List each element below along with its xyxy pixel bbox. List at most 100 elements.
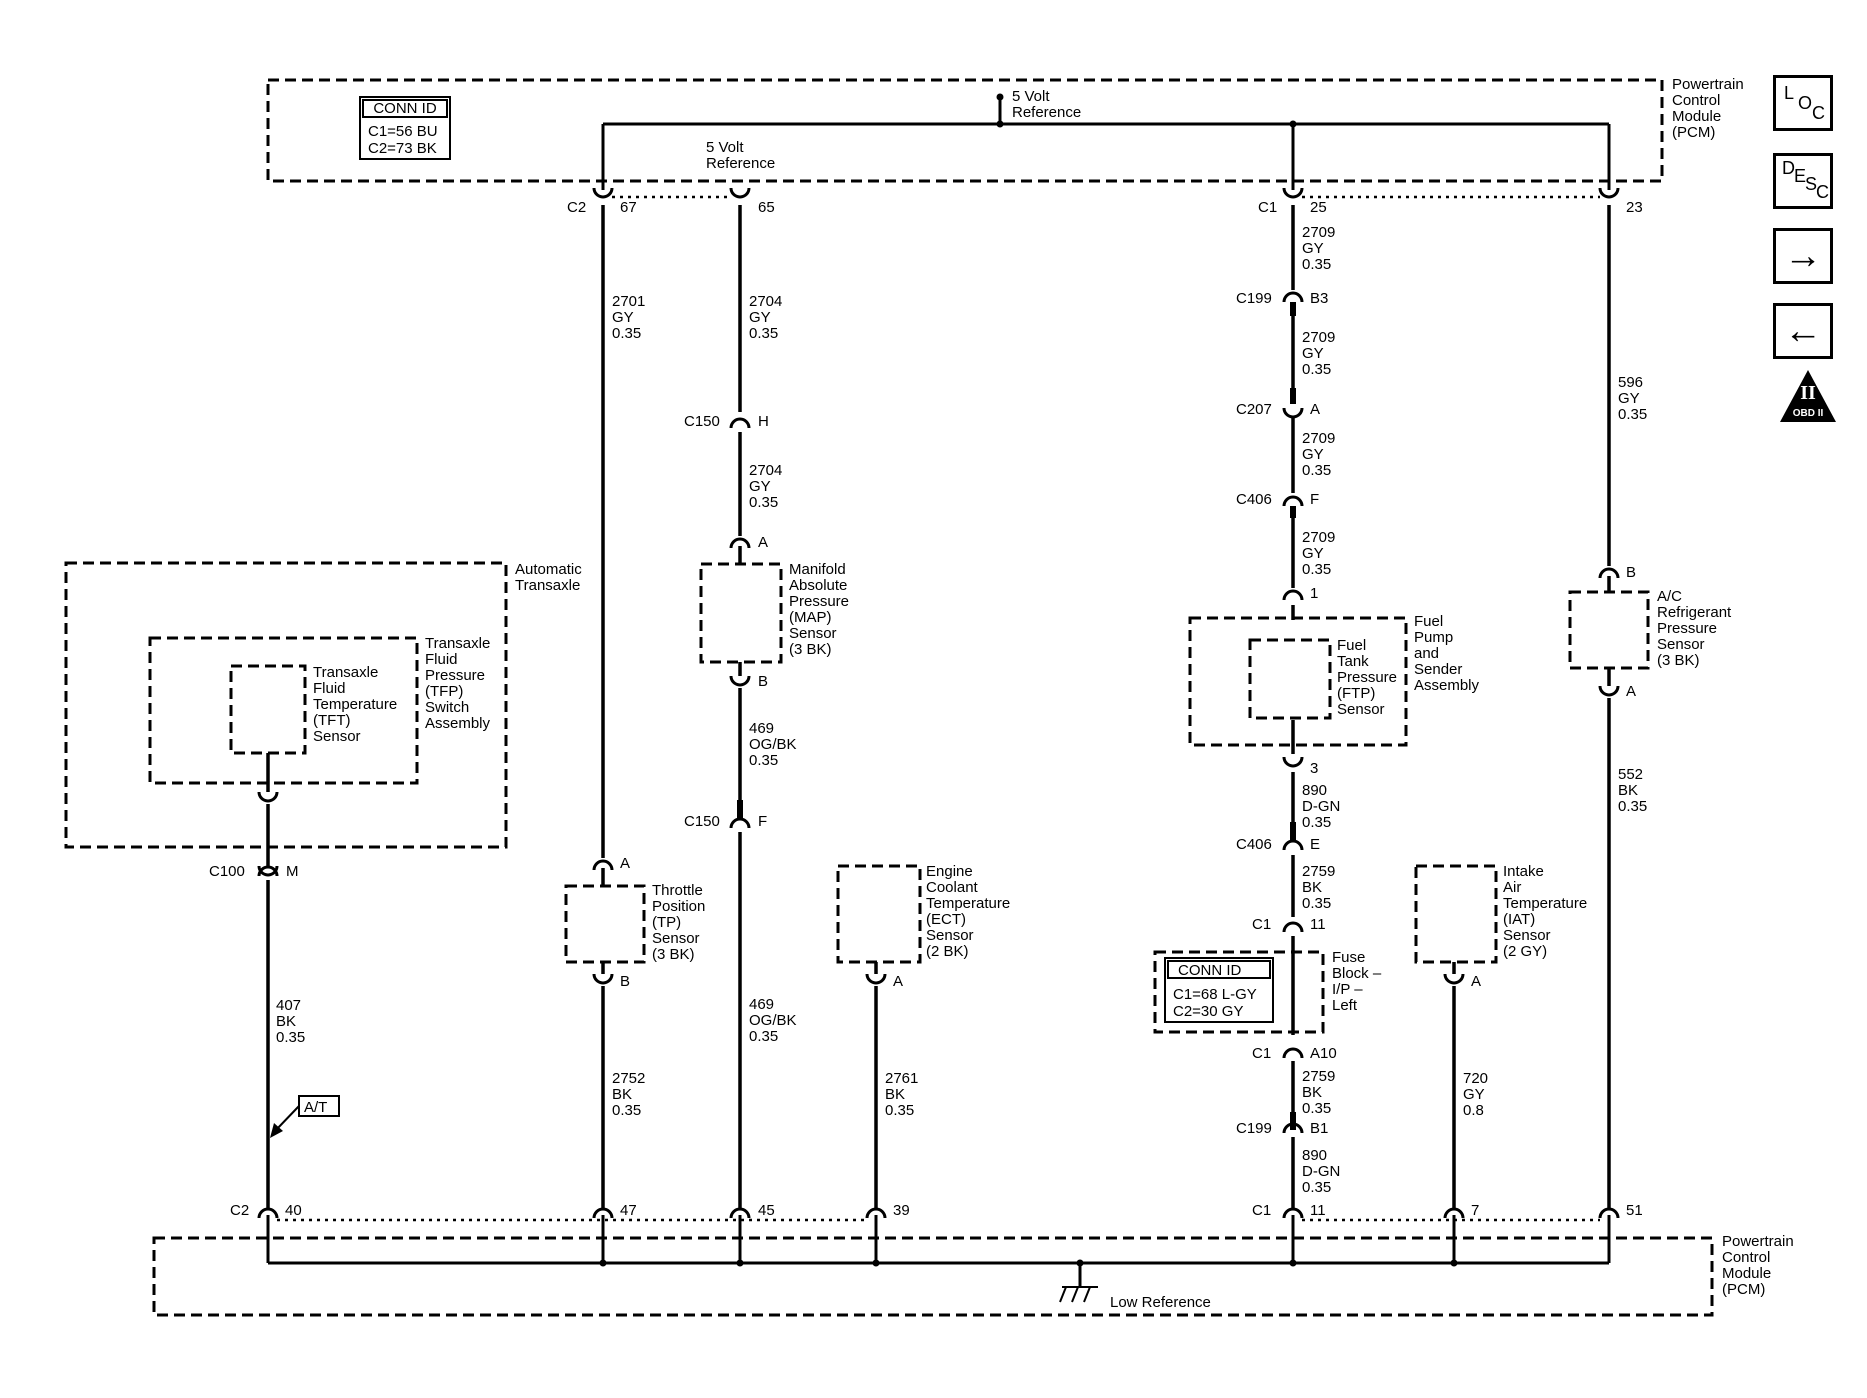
svg-text:C100: C100 [209, 863, 245, 880]
tfp-switch-box [148, 636, 419, 785]
svg-text:H: H [758, 413, 769, 430]
svg-text:C150: C150 [684, 413, 720, 430]
svg-text:B: B [758, 673, 768, 690]
conn-id-fuse: CONN ID C1=68 L-GY C2=30 GY [1164, 957, 1274, 1023]
svg-text:A: A [758, 534, 768, 551]
svg-text:C2=73 BK: C2=73 BK [368, 140, 437, 157]
tft-sensor-box [229, 664, 307, 755]
pcm-top-boundary [266, 78, 1664, 183]
svg-text:F: F [758, 813, 767, 830]
svg-text:C2: C2 [230, 1202, 249, 1219]
svg-text:65: 65 [758, 199, 775, 216]
svg-text:C150: C150 [684, 813, 720, 830]
tp-sensor-box [564, 884, 646, 964]
tp-sensor-label: Throttle Position (TP) Sensor (3 BK) [652, 882, 710, 963]
svg-text:C199: C199 [1236, 1120, 1272, 1137]
svg-text:C199: C199 [1236, 290, 1272, 307]
svg-text:C1=56 BU: C1=56 BU [368, 123, 438, 140]
svg-text:45: 45 [758, 1202, 775, 1219]
svg-text:C207: C207 [1236, 401, 1272, 418]
ect-sensor-label: Engine Coolant Temperature (ECT) Sensor … [926, 863, 1014, 960]
desc-d: D [1782, 158, 1795, 178]
pcm-bottom-label: Powertrain Control Module (PCM) [1722, 1233, 1798, 1298]
ac-sensor-box [1568, 590, 1650, 670]
svg-text:11: 11 [1310, 916, 1326, 933]
svg-text:7: 7 [1471, 1202, 1479, 1219]
automatic-transaxle-boundary [64, 561, 508, 849]
iat-sensor-box [1414, 864, 1498, 964]
svg-text:M: M [286, 863, 299, 880]
svg-text:C1: C1 [1252, 1045, 1271, 1062]
svg-text:B1: B1 [1310, 1120, 1328, 1137]
svg-text:C1: C1 [1252, 1202, 1271, 1219]
svg-text:B: B [1626, 564, 1636, 581]
svg-text:23: 23 [1626, 199, 1643, 216]
connector-labels: C2 67 65 C1 25 23 C199 B3 C207 A C406 F … [209, 199, 1643, 1219]
svg-text:CONN ID: CONN ID [373, 100, 437, 117]
map-sensor-box [699, 562, 783, 664]
arrow-left-icon: ← [1784, 310, 1822, 352]
desc-c: C [1816, 182, 1829, 202]
arrow-right-icon: → [1784, 235, 1822, 277]
ftp-sensor-label: Fuel Tank Pressure (FTP) Sensor [1337, 637, 1401, 718]
svg-text:E: E [1310, 836, 1320, 853]
back-button[interactable]: ← [1773, 303, 1833, 359]
tft-sensor-label: Transaxle Fluid Temperature (TFT) Sensor [313, 664, 401, 745]
at-tag: A/T [270, 1095, 340, 1138]
desc-button[interactable]: D E S C [1773, 153, 1833, 209]
svg-text:F: F [1310, 491, 1319, 508]
svg-text:A: A [893, 973, 903, 990]
desc-e: E [1794, 166, 1807, 186]
svg-text:B3: B3 [1310, 290, 1328, 307]
svg-text:1: 1 [1310, 585, 1318, 602]
svg-text:3: 3 [1310, 760, 1318, 777]
obd-ii-badge: II OBD II [1778, 368, 1838, 424]
svg-text:39: 39 [893, 1202, 910, 1219]
connector-cups [257, 187, 1620, 1219]
svg-text:47: 47 [620, 1202, 637, 1219]
ect-sensor-box [836, 864, 922, 964]
svg-text:B: B [620, 973, 630, 990]
map-sensor-label: Manifold Absolute Pressure (MAP) Sensor … [789, 561, 853, 658]
obd-label: OBD II [1792, 408, 1824, 419]
forward-button[interactable]: → [1773, 228, 1833, 284]
fuse-block-label: Fuse Block – I/P – Left [1332, 949, 1385, 1014]
pcm-bottom-boundary [152, 1236, 1714, 1317]
svg-text:C406: C406 [1236, 491, 1272, 508]
svg-text:11: 11 [1310, 1202, 1326, 1219]
svg-text:A: A [620, 855, 630, 872]
tfp-switch-label: Transaxle Fluid Pressure (TFP) Switch As… [425, 635, 494, 732]
loc-c: C [1812, 103, 1825, 123]
svg-text:51: 51 [1626, 1202, 1643, 1219]
svg-text:A: A [1626, 683, 1636, 700]
desc-s: S [1805, 174, 1818, 194]
pcm-top-label: Powertrain Control Module (PCM) [1672, 76, 1748, 141]
loc-button[interactable]: L O C [1773, 75, 1833, 131]
fuel-pump-sender-box [1188, 616, 1408, 747]
iat-sensor-label: Intake Air Temperature (IAT) Sensor (2 G… [1503, 863, 1591, 960]
svg-text:A/T: A/T [304, 1099, 327, 1116]
five-volt-reference-pin65: 5 Volt Reference [706, 139, 775, 172]
fuel-pump-sender-label: Fuel Pump and Sender Assembly [1414, 613, 1480, 694]
svg-text:25: 25 [1310, 199, 1327, 216]
svg-text:C1: C1 [1258, 199, 1277, 216]
low-reference-label: Low Reference [1110, 1294, 1211, 1311]
